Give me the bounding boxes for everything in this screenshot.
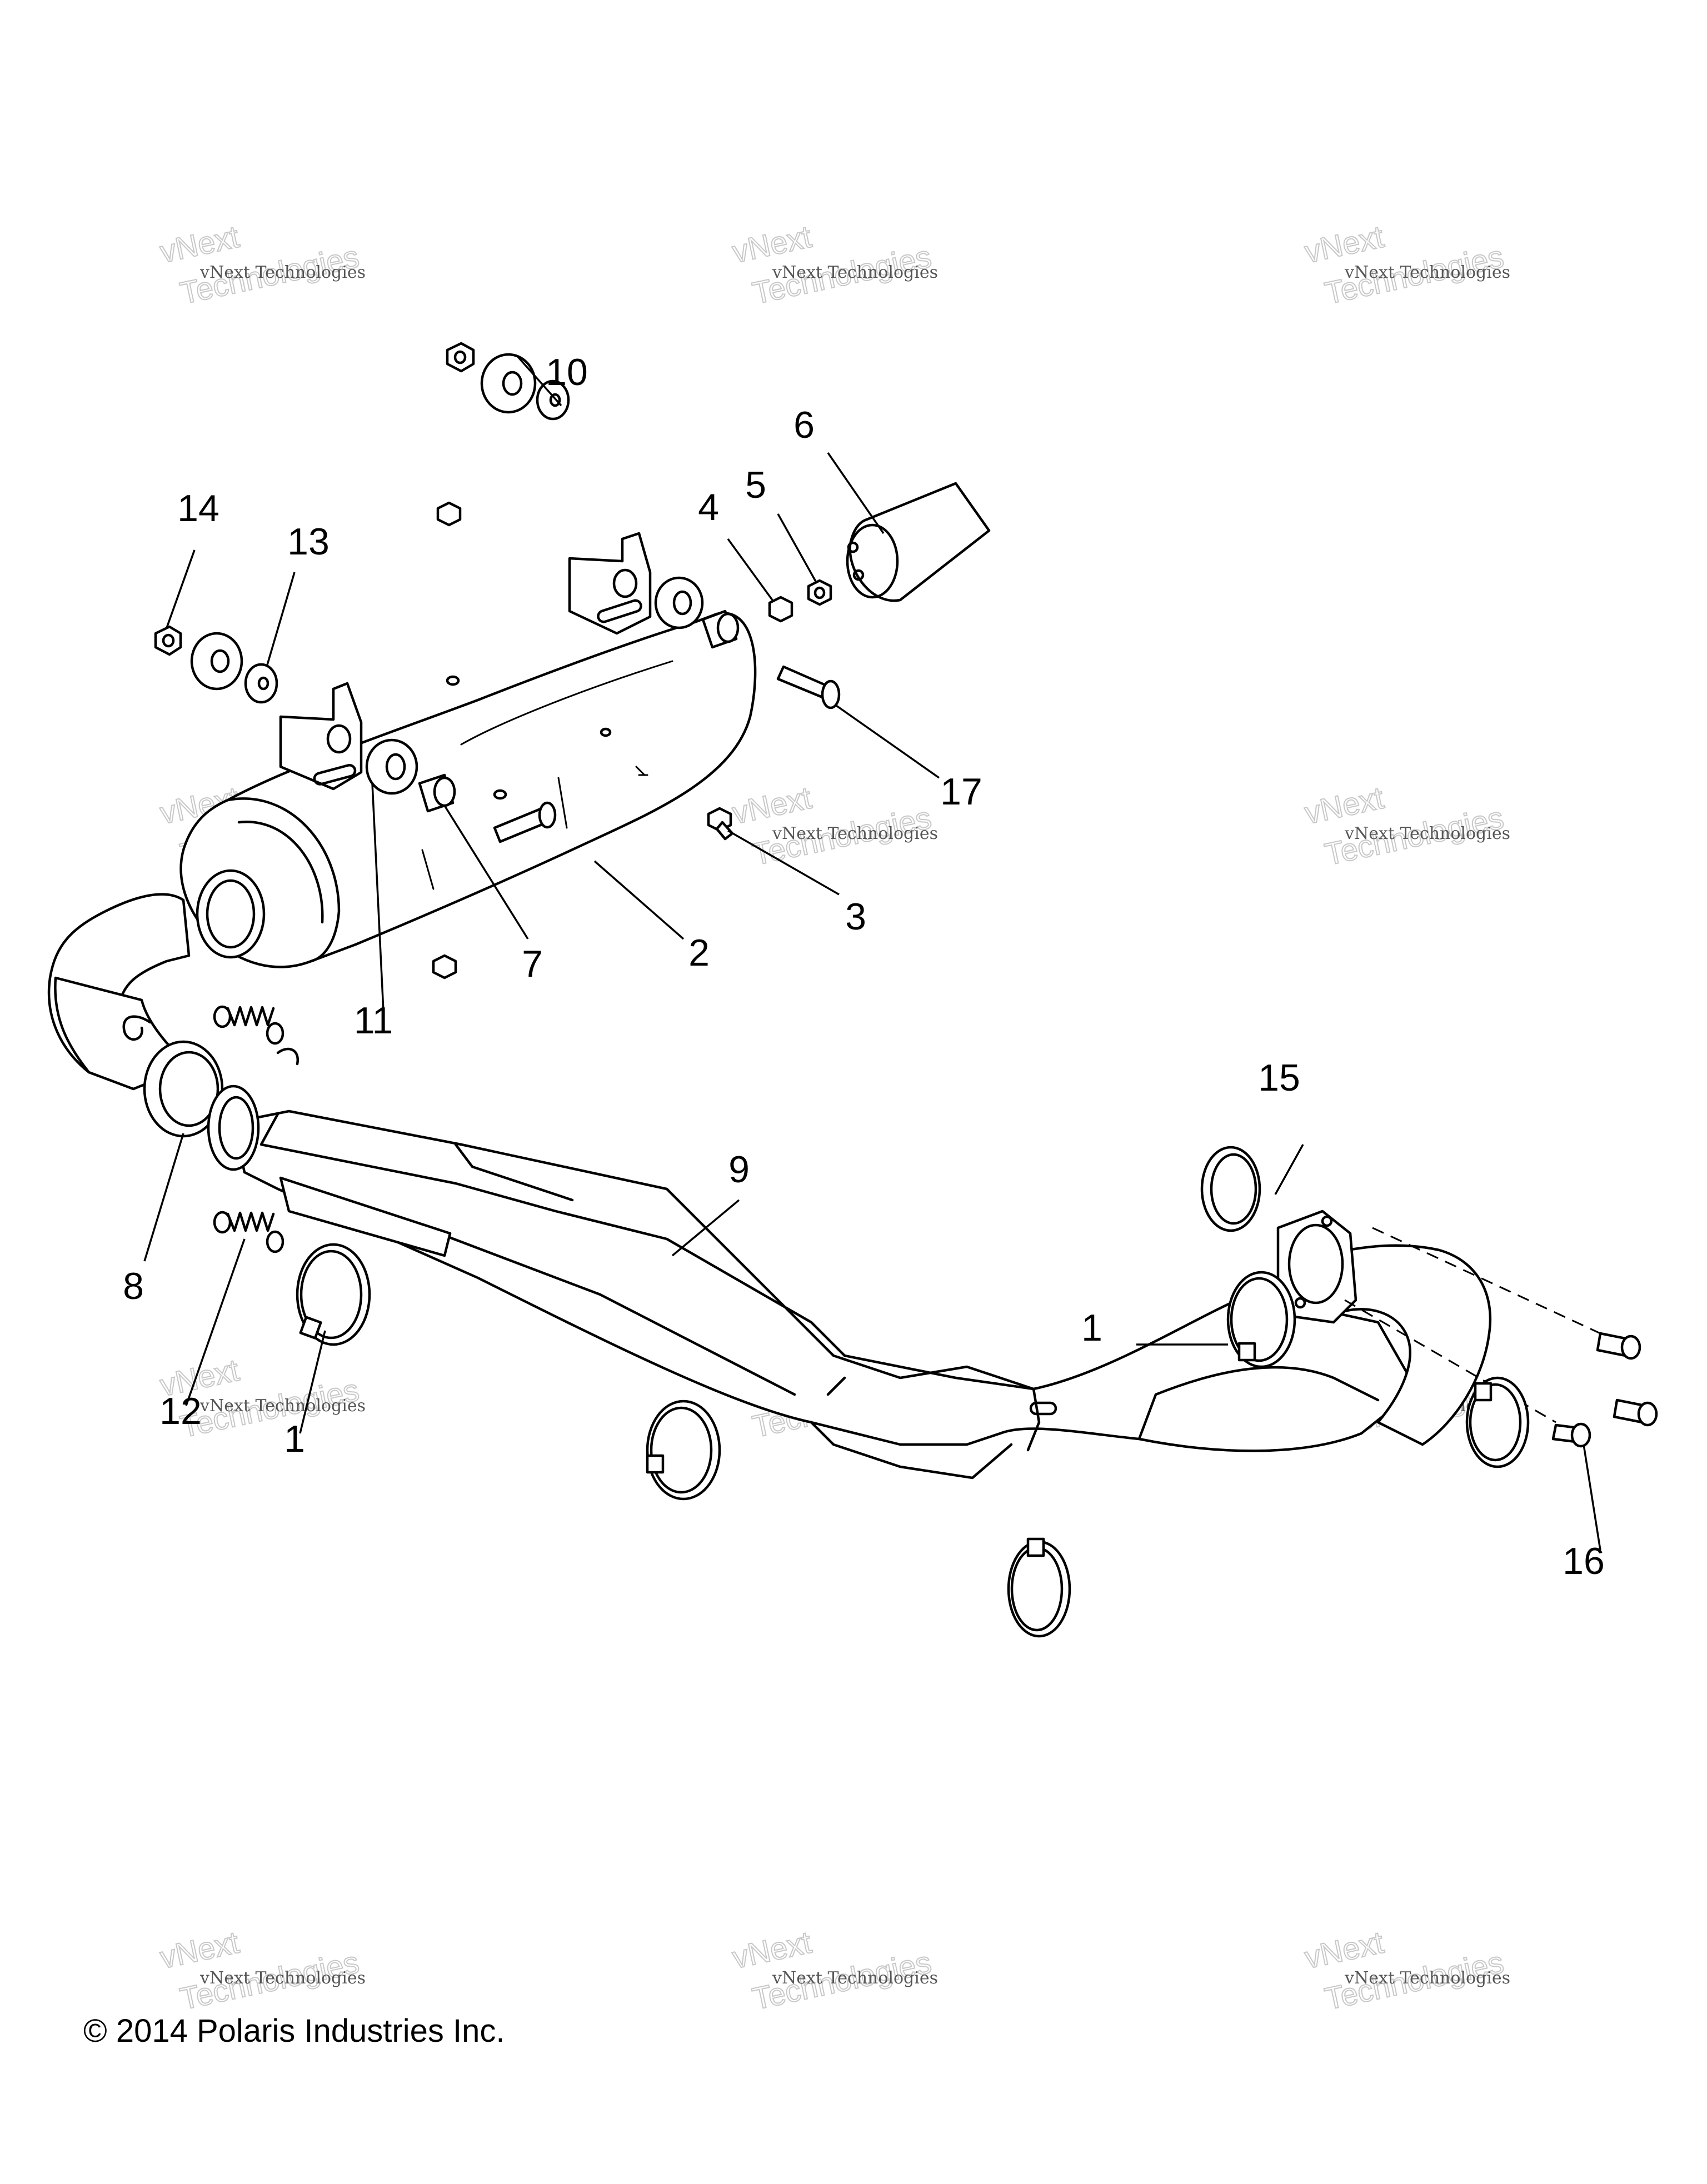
grommet-right: [654, 576, 704, 629]
sleeve-right: [701, 609, 740, 649]
sleeve-left: [418, 773, 456, 813]
callout-13: 13: [287, 521, 330, 563]
watermark-text: vNext Technologies: [199, 1396, 366, 1416]
watermark-text: vNext Technologies: [199, 263, 366, 282]
watermark-big: vNext: [729, 219, 815, 269]
callout-5: 5: [745, 464, 766, 506]
spring-12: [213, 1211, 284, 1253]
bolt-3: [707, 807, 734, 841]
callout-9: 9: [728, 1148, 750, 1191]
callouts: 14 13 10 4 5 6 17 3 2 7 11 8 9 15 1 12 1…: [123, 351, 1605, 1582]
muffler: [47, 612, 757, 1074]
bolt-small-top: [436, 501, 462, 527]
watermark-text: vNext Technologies: [1344, 1968, 1510, 1988]
callout-15: 15: [1258, 1057, 1300, 1099]
copyright-notice: © 2014 Polaris Industries Inc.: [83, 2013, 505, 2049]
callout-3: 3: [845, 896, 866, 938]
clamp-e: [1465, 1376, 1530, 1468]
callout-16: 16: [1563, 1540, 1605, 1582]
watermark-text: vNext Technologies: [772, 1968, 938, 1988]
watermark-text: vNext Technologies: [772, 824, 938, 843]
clamp-1-b: [1226, 1271, 1296, 1368]
callout-1-right: 1: [1081, 1307, 1102, 1349]
bolt-17: [776, 665, 841, 709]
watermark-text: vNext Technologies: [1344, 263, 1510, 282]
leader-lines: [143, 354, 1601, 1551]
watermark-text: vNext Technologies: [199, 1968, 366, 1988]
exhaust-tip-6: [846, 482, 991, 602]
gasket-15: [1200, 1146, 1261, 1232]
callout-17: 17: [940, 771, 982, 813]
nut-5: [807, 579, 832, 606]
callout-12: 12: [159, 1390, 202, 1432]
muffler-bracket-left: [279, 682, 363, 791]
callout-11: 11: [354, 999, 393, 1042]
watermark-big: vNext: [157, 1925, 242, 1975]
watermark-text: vNext Technologies: [1344, 824, 1510, 843]
head-pipe: [1276, 1210, 1601, 1446]
mid-pipe: [54, 976, 1424, 1480]
grommet-left: [365, 738, 418, 795]
nut-14: [154, 625, 182, 656]
watermark-big: vNext: [157, 219, 242, 269]
callout-6: 6: [793, 404, 815, 446]
callout-1-left: 1: [284, 1418, 305, 1460]
spring-upper: [213, 1005, 284, 1045]
clamp-c: [646, 1400, 721, 1501]
callout-7: 7: [522, 943, 543, 985]
bolts-16: [1551, 1332, 1658, 1448]
watermark-text: vNext Technologies: [772, 263, 938, 282]
callout-2: 2: [688, 932, 710, 974]
callout-14: 14: [177, 487, 219, 529]
clamp-d: [1007, 1537, 1071, 1638]
bolt-4: [768, 596, 793, 623]
callout-10: 10: [546, 351, 588, 393]
grommet-13: [190, 632, 243, 691]
nut-10: [446, 342, 475, 373]
bolt-small-bottom: [432, 954, 457, 979]
watermark-big: vNext: [729, 1925, 815, 1975]
muffler-bracket-right: [568, 532, 652, 635]
watermark-big: vNext: [729, 780, 815, 831]
washer-13: [244, 663, 278, 704]
watermark-big: vNext: [1301, 780, 1387, 831]
callout-4: 4: [698, 486, 719, 528]
watermark-big: vNext: [1301, 219, 1387, 269]
callout-8: 8: [123, 1265, 144, 1307]
grommet-10: [480, 353, 537, 414]
watermark-big: vNext: [1301, 1925, 1387, 1975]
clamp-1-a: [296, 1243, 371, 1346]
washer-10: [536, 379, 570, 421]
